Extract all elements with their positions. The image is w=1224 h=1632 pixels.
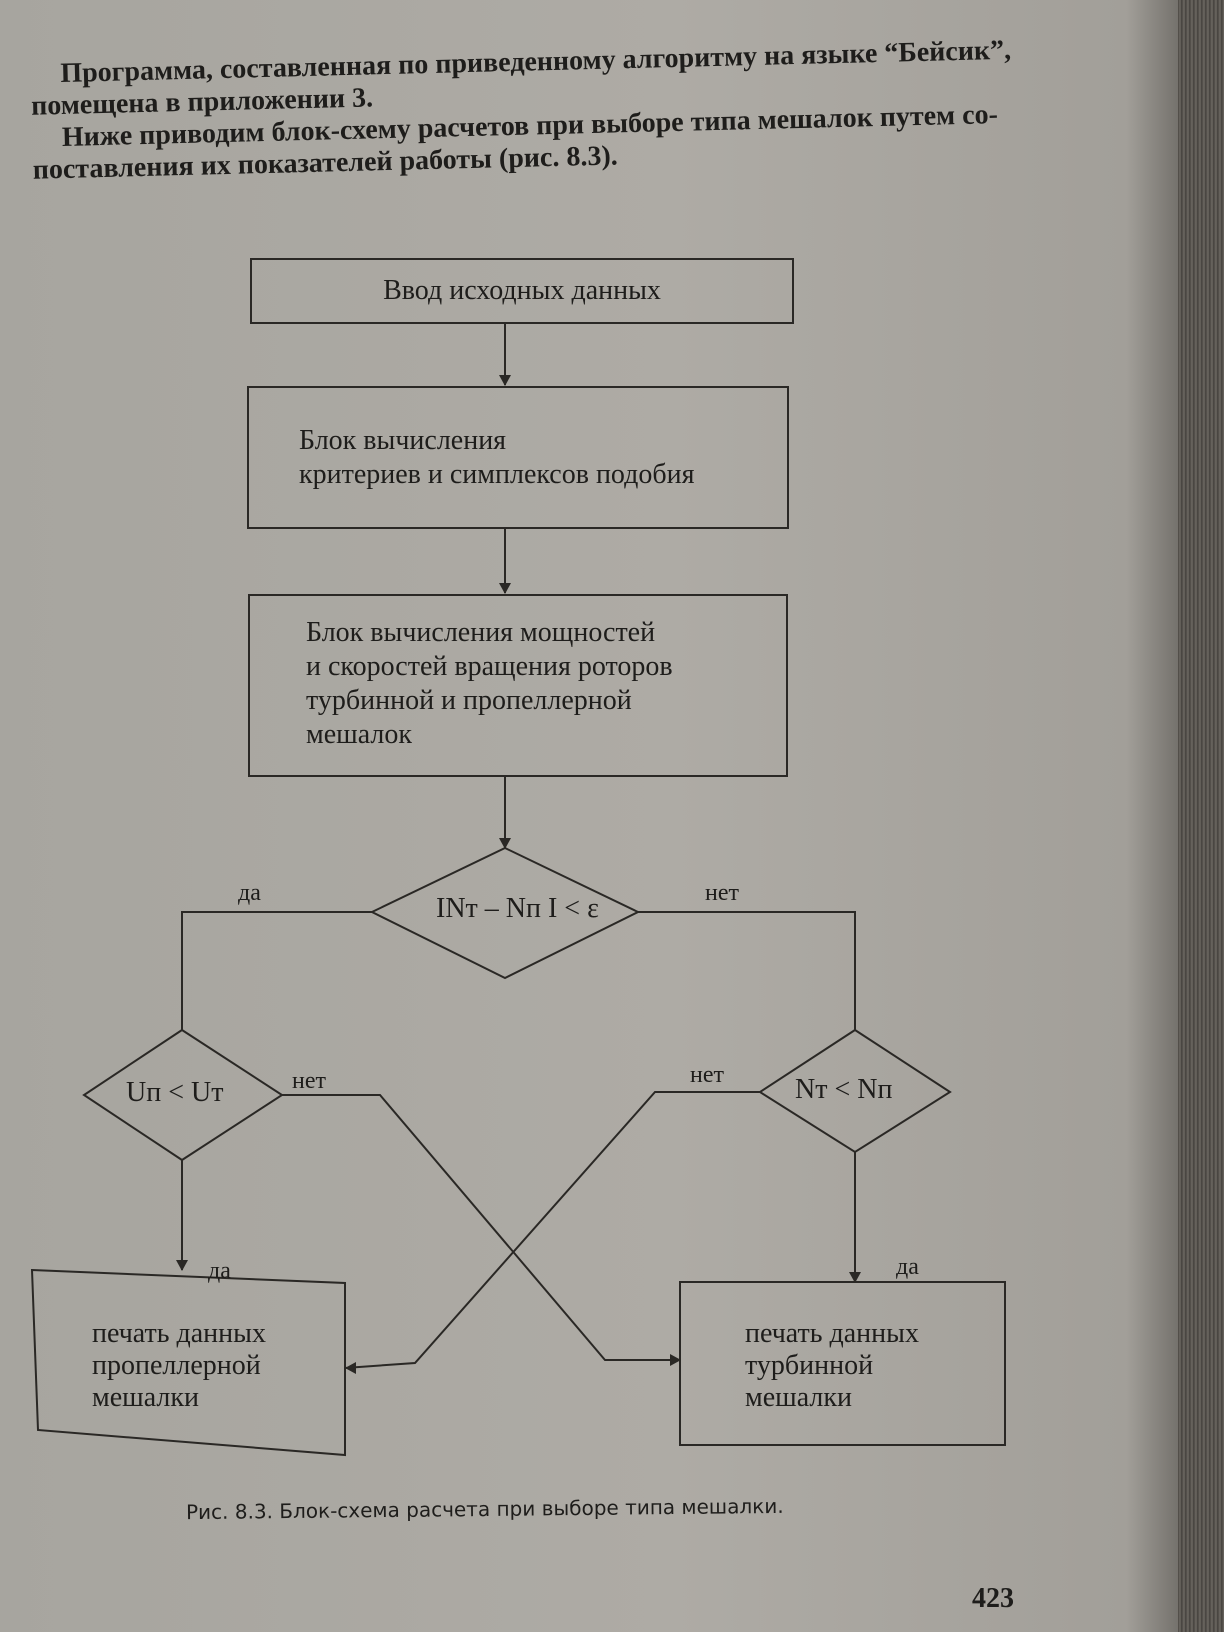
print-propeller-shape (30, 1268, 346, 1457)
connector-main-no (638, 911, 856, 1030)
input-box-label: Ввод исходных данных (383, 275, 661, 306)
main-yes-label: да (238, 880, 261, 906)
power-box: Блок вычисления мощностей и скоростей вр… (248, 594, 788, 777)
decision-left-label: Uп < Uт (126, 1077, 224, 1108)
input-box: Ввод исходных данных (250, 258, 794, 324)
power-box-line-1: Блок вычисления мощностей (306, 617, 656, 648)
criteria-box: Блок вычисления критериев и симплексов п… (247, 386, 789, 529)
power-box-line-4: мешалок (306, 719, 412, 750)
connector-right-no (344, 1091, 760, 1369)
arrowhead-decision (499, 838, 511, 849)
print-propeller-line-3: мешалки (92, 1382, 199, 1413)
power-box-line-3: турбинной и пропеллерной (306, 685, 632, 716)
print-turbine-line-1: печать данных (745, 1318, 919, 1349)
print-turbine-shape (679, 1281, 1006, 1446)
arrowhead-turbine-side (670, 1354, 681, 1366)
criteria-box-line-1: Блок вычисления (299, 425, 507, 456)
decision-right-label: Nт < Nп (795, 1074, 893, 1105)
page-number: 423 (972, 1583, 1014, 1614)
connector-left-no (282, 1094, 680, 1361)
left-no-label: нет (292, 1068, 326, 1094)
decision-main-shape (369, 846, 641, 980)
book-page-edge (1178, 0, 1224, 1632)
left-yes-label: да (208, 1258, 231, 1284)
arrowhead-turbine (849, 1272, 861, 1283)
right-yes-label: да (896, 1254, 919, 1280)
arrowhead-criteria (499, 375, 511, 386)
main-no-label: нет (705, 880, 739, 906)
arrowhead-propeller (176, 1260, 188, 1271)
print-turbine-text: печать данных турбинной мешалки (745, 1318, 919, 1414)
power-box-line-2: и скоростей вращения роторов (306, 651, 673, 682)
decision-main-label: INт – Nп I < ε (436, 893, 599, 924)
arrowhead-power (499, 583, 511, 594)
connector-main-yes (181, 911, 372, 1030)
arrowhead-propeller-side (345, 1362, 356, 1374)
print-turbine-line-2: турбинной (745, 1350, 874, 1381)
criteria-box-line-2: критериев и симплексов подобия (299, 459, 695, 490)
print-propeller-line-2: пропеллерной (92, 1350, 261, 1381)
print-propeller-text: печать данных пропеллерной мешалки (92, 1318, 266, 1414)
print-propeller-line-1: печать данных (92, 1318, 266, 1349)
print-turbine-line-3: мешалки (745, 1382, 852, 1413)
right-no-label: нет (690, 1062, 724, 1088)
